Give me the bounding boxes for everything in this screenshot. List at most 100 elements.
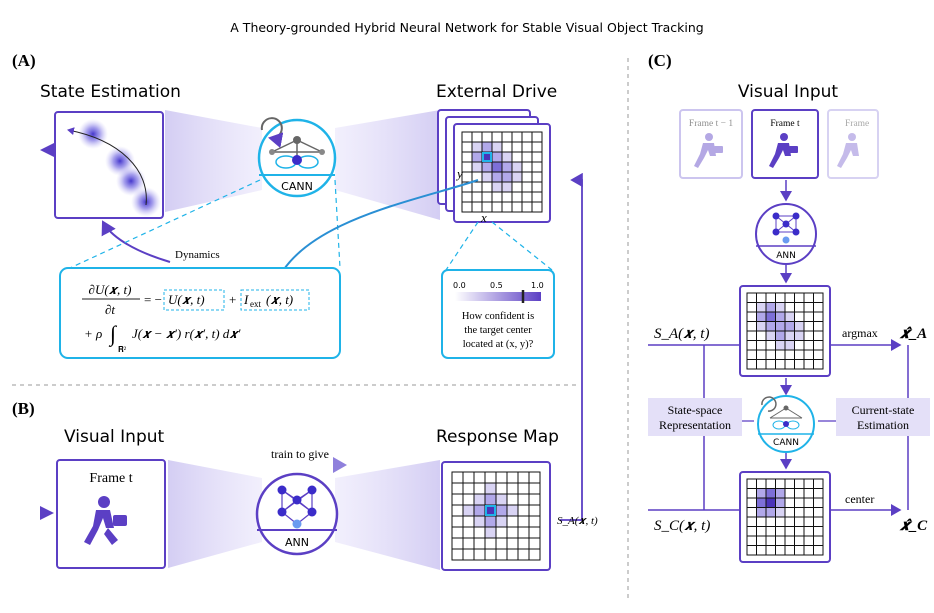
grid-cell <box>746 488 757 499</box>
grid-cell <box>495 493 508 506</box>
grid-cell <box>803 349 814 360</box>
eq-term-u: U(𝒙, t) <box>168 292 205 307</box>
grid-cell <box>511 201 523 213</box>
state-space-box <box>648 398 742 436</box>
grid-cell <box>803 545 814 556</box>
grid-cell <box>501 171 513 183</box>
grid-cell <box>461 171 473 183</box>
grid-cell <box>462 493 475 506</box>
grid-cell <box>765 311 776 322</box>
grid-cell <box>765 302 776 313</box>
grid-cell <box>784 340 795 351</box>
eq-term-i-box <box>240 289 310 311</box>
grid-cell <box>746 526 757 537</box>
grid-cell <box>501 141 513 153</box>
confidence-scale-bar <box>455 292 541 301</box>
response-map-heading: Response Map <box>436 427 559 447</box>
grid-cell <box>484 482 497 495</box>
highlight-cell <box>485 505 496 516</box>
grid-cell <box>775 535 786 546</box>
grid-cell <box>803 526 814 537</box>
sa-grid <box>746 292 824 370</box>
grid-cell <box>746 507 757 518</box>
grid-cell <box>521 191 533 203</box>
grid-cell <box>471 131 483 143</box>
grid-cell <box>521 181 533 193</box>
grid-cell <box>746 497 757 508</box>
grid-cell <box>521 161 533 173</box>
grid-cell <box>517 471 530 484</box>
grid-cell <box>473 482 486 495</box>
grid-cell <box>461 191 473 203</box>
grid-cell <box>506 504 519 517</box>
grid-cell <box>471 191 483 203</box>
grid-cell <box>491 191 503 203</box>
grid-cell <box>756 488 767 499</box>
grid-cell <box>765 292 776 303</box>
current-state-box <box>836 398 930 436</box>
grid-cell <box>813 478 824 489</box>
grid-cell <box>491 201 503 213</box>
grid-cell <box>491 151 503 163</box>
grid-cell <box>451 515 464 528</box>
grid-cell <box>794 302 805 313</box>
grid-cell <box>756 302 767 313</box>
grid-cell <box>756 526 767 537</box>
current-state-label-1: Current-state <box>852 403 915 417</box>
grid-cell <box>506 548 519 561</box>
grid-cell <box>746 311 757 322</box>
grid-cell <box>803 330 814 341</box>
grid-cell <box>775 359 786 370</box>
grid-cell <box>775 340 786 351</box>
grid-cell <box>473 537 486 550</box>
grid-cell <box>784 497 795 508</box>
grid-cell <box>803 516 814 527</box>
grid-cell <box>784 330 795 341</box>
grid-cell <box>803 359 814 370</box>
grid-cell <box>756 516 767 527</box>
grid-cell <box>461 141 473 153</box>
cann-label-c: CANN <box>773 438 799 448</box>
grid-cell <box>784 526 795 537</box>
grid-cell <box>765 488 776 499</box>
dynamics-arrow <box>101 220 171 263</box>
ann-label-b: ANN <box>285 536 309 549</box>
ann-node-b: ANN <box>255 472 339 556</box>
grid-cell <box>756 545 767 556</box>
grid-cell <box>491 171 503 183</box>
grid-cell <box>803 302 814 313</box>
grid-cell <box>528 548 541 561</box>
grid-cell <box>813 292 824 303</box>
grid-cell <box>794 340 805 351</box>
feedback-arrow <box>560 172 583 521</box>
grid-cell <box>765 330 776 341</box>
grid-cell <box>813 516 824 527</box>
grid-cell <box>756 535 767 546</box>
grid-cell <box>517 504 530 517</box>
grid-cell <box>775 488 786 499</box>
grid-cell <box>521 151 533 163</box>
grid-cell <box>517 537 530 550</box>
frame-next-label: Frame <box>845 119 869 129</box>
grid-cell <box>784 302 795 313</box>
grid-cell <box>462 526 475 539</box>
grid-cell <box>484 537 497 550</box>
eq-line2-prefix: + ρ <box>84 326 102 341</box>
blob-1 <box>78 119 108 149</box>
grid-cell <box>813 497 824 508</box>
external-drive-grid <box>461 131 543 213</box>
grid-cell <box>484 515 497 528</box>
person-icon-b <box>84 496 127 545</box>
grid-cell <box>484 526 497 539</box>
equation-box <box>59 267 341 359</box>
grid-cell <box>746 478 757 489</box>
grid-cell <box>501 151 513 163</box>
cann-connector-left <box>69 179 261 269</box>
grid-cell <box>794 330 805 341</box>
grid-cell <box>794 526 805 537</box>
grid-cell <box>511 141 523 153</box>
grid-cell <box>765 497 776 508</box>
recurrent-icon <box>260 117 284 149</box>
frame-cur-c <box>751 109 819 179</box>
beam-right-b <box>335 460 440 570</box>
